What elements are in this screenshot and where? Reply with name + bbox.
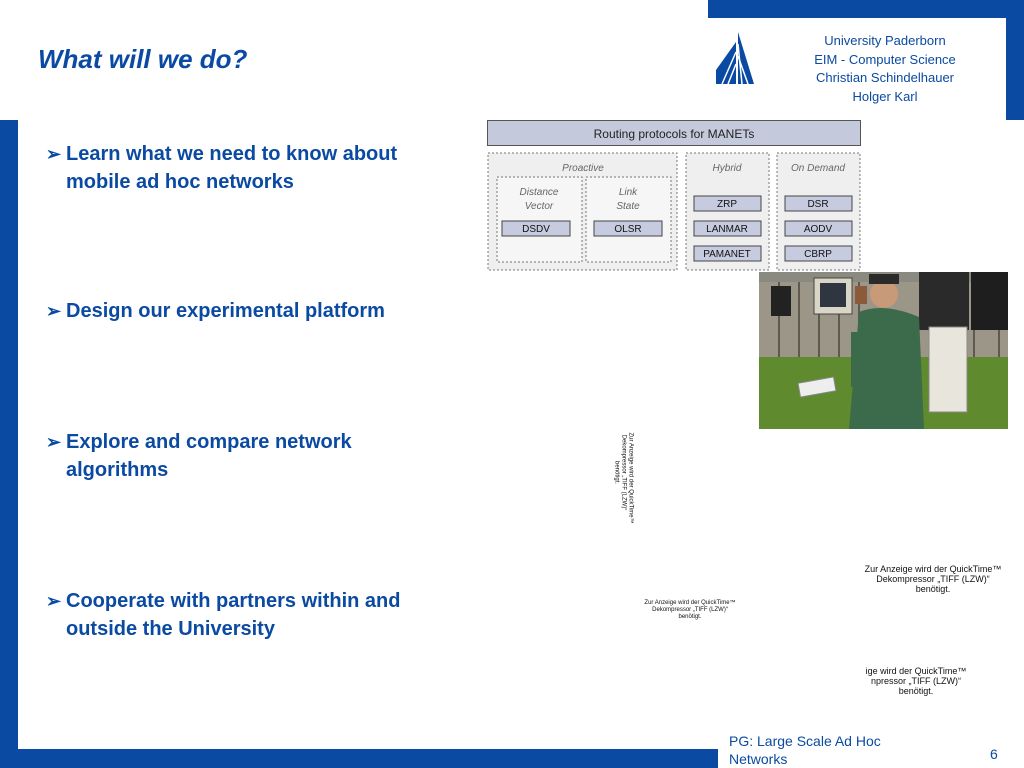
quicktime-text: Dekompressor „TIFF (LZW)“ bbox=[620, 434, 627, 511]
link-state-label: State bbox=[616, 201, 640, 212]
protocol-box bbox=[693, 220, 762, 237]
institution-line: University Paderborn bbox=[824, 33, 946, 48]
left-band bbox=[0, 120, 18, 750]
routing-protocols-diagram: Routing protocols for MANETs Proactive D… bbox=[487, 120, 861, 271]
slide-title: What will we do? bbox=[38, 44, 248, 74]
diagram-title: Routing protocols for MANETs bbox=[594, 127, 755, 141]
quicktime-placeholder-right: Zur Anzeige wird der QuickTime™ Dekompre… bbox=[862, 564, 1004, 594]
quicktime-placeholder-rotated: Zur Anzeige wird der QuickTime™ Dekompre… bbox=[613, 432, 634, 524]
link-state-group bbox=[585, 176, 672, 263]
on-demand-label: On Demand bbox=[791, 163, 845, 174]
protocol-box bbox=[784, 245, 853, 262]
protocol-box bbox=[693, 195, 762, 212]
right-band bbox=[1006, 0, 1024, 120]
quicktime-text: Dekompressor „TIFF (LZW)“ bbox=[876, 574, 990, 584]
protocol-label: OLSR bbox=[614, 224, 641, 235]
diagram-header bbox=[487, 120, 861, 146]
distance-vector-label: Vector bbox=[525, 201, 554, 212]
protocol-label: DSR bbox=[807, 199, 828, 210]
protocol-label: AODV bbox=[804, 224, 833, 235]
experiment-photo bbox=[759, 272, 1008, 429]
protocol-label: ZRP bbox=[717, 199, 737, 210]
link-state-label: Link bbox=[619, 187, 638, 198]
proactive-label: Proactive bbox=[562, 163, 604, 174]
bullet-text: Learn what we need to know about mobile … bbox=[66, 143, 398, 193]
quicktime-text: Zur Anzeige wird der QuickTime™ bbox=[644, 600, 736, 606]
bullet-arrow-icon: ➢ bbox=[46, 591, 62, 611]
bullet-arrow-icon: ➢ bbox=[46, 144, 62, 164]
quicktime-text: benötigt. bbox=[678, 614, 702, 620]
top-right-band bbox=[708, 0, 1024, 18]
bullet-text: Cooperate with partners within and outsi… bbox=[66, 590, 401, 640]
bullet-text: Design our experimental platform bbox=[66, 300, 385, 322]
protocol-box bbox=[593, 220, 663, 237]
institution-block: University Paderborn EIM - Computer Scie… bbox=[790, 32, 980, 106]
bullet-item: ➢ Design our experimental platform bbox=[46, 297, 456, 325]
quicktime-text: benötigt. bbox=[613, 460, 620, 485]
bullet-arrow-icon: ➢ bbox=[46, 301, 62, 321]
quicktime-text: Dekompressor „TIFF (LZW)“ bbox=[652, 607, 728, 613]
protocol-box bbox=[693, 245, 762, 262]
bullet-arrow-icon: ➢ bbox=[46, 432, 62, 452]
quicktime-text: npressor „TIFF (LZW)“ bbox=[871, 676, 961, 686]
protocol-label: DSDV bbox=[522, 224, 550, 235]
footer-title: PG: Large Scale Ad Hoc Networks bbox=[729, 733, 881, 767]
hybrid-label: Hybrid bbox=[713, 163, 742, 174]
bullet-item: ➢ Explore and compare network algorithms bbox=[46, 428, 456, 484]
distance-vector-label: Distance bbox=[520, 187, 559, 198]
protocol-label: LANMAR bbox=[706, 224, 748, 235]
quicktime-placeholder-cropped: ige wird der QuickTime™ npressor „TIFF (… bbox=[856, 666, 976, 696]
page-number: 6 bbox=[990, 746, 998, 762]
bullet-item: ➢ Cooperate with partners within and out… bbox=[46, 587, 456, 643]
quicktime-text: benötigt. bbox=[915, 584, 951, 594]
institution-line: Holger Karl bbox=[852, 88, 918, 104]
protocol-label: PAMANET bbox=[703, 249, 751, 260]
protocol-box bbox=[784, 220, 853, 237]
quicktime-text: ige wird der QuickTime™ bbox=[865, 666, 967, 676]
institution-line: EIM - Computer Science bbox=[814, 51, 956, 67]
protocol-label: CBRP bbox=[804, 249, 832, 260]
bullet-item: ➢ Learn what we need to know about mobil… bbox=[46, 140, 456, 196]
protocol-box bbox=[501, 220, 571, 237]
institution-line: Christian Schindelhauer bbox=[815, 70, 955, 85]
protocol-box bbox=[784, 195, 853, 212]
distance-vector-group bbox=[496, 176, 583, 263]
quicktime-text: Zur Anzeige wird der QuickTime™ bbox=[864, 564, 1002, 574]
quicktime-placeholder-center: Zur Anzeige wird der QuickTime™ Dekompre… bbox=[640, 600, 740, 621]
quicktime-text: Zur Anzeige wird der QuickTime™ bbox=[627, 432, 634, 524]
quicktime-text: benötigt. bbox=[898, 686, 934, 696]
bullet-text: Explore and compare network algorithms bbox=[66, 431, 352, 481]
bottom-band bbox=[0, 749, 718, 768]
university-logo-icon bbox=[716, 32, 754, 85]
